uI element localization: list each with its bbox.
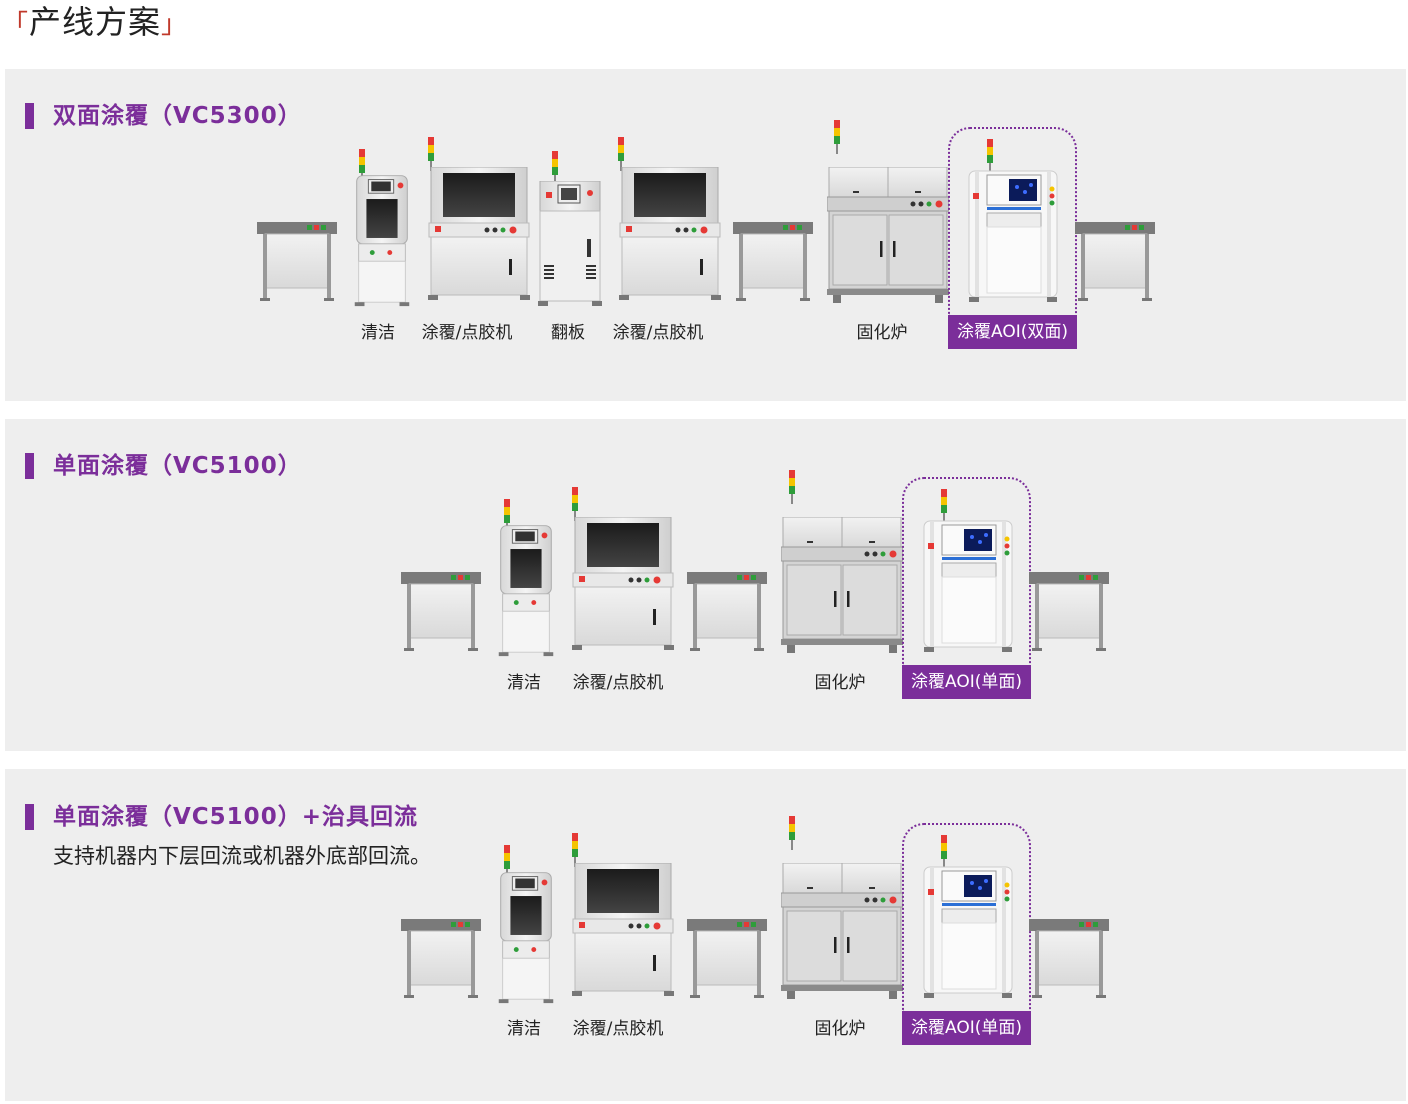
conveyor-mid xyxy=(687,919,767,1003)
lamp-coat2 xyxy=(617,137,625,171)
panel-single-coating-return: 单面涂覆（VC5100）+治具回流 支持机器内下层回流或机器外底部回流。 清洁 … xyxy=(5,769,1406,1101)
aoi-highlight-frame xyxy=(902,823,1031,1013)
conveyor-mid xyxy=(687,572,767,656)
panel-heading: 双面涂覆（VC5300） xyxy=(25,101,302,131)
label-cure: 固化炉 xyxy=(856,323,908,343)
lamp-coat1 xyxy=(571,833,579,867)
lamp-coat1 xyxy=(427,137,435,171)
panel-single-coating: 单面涂覆（VC5100） 清洁 涂覆/点胶机 固化炉 涂覆AOI(单面) xyxy=(5,419,1406,751)
conveyor-in xyxy=(257,222,337,306)
lamp-cure xyxy=(788,470,796,504)
label-coat2: 涂覆/点胶机 xyxy=(612,323,704,343)
label-clean: 清洁 xyxy=(507,673,541,693)
page-title: 「产线方案」 xyxy=(2,2,188,45)
aoi-machine xyxy=(920,513,1016,653)
flipper-machine xyxy=(538,181,602,307)
label-coat1: 涂覆/点胶机 xyxy=(421,323,513,343)
panel-heading: 单面涂覆（VC5100）+治具回流 xyxy=(25,802,418,832)
aoi-machine xyxy=(920,859,1016,999)
label-cure: 固化炉 xyxy=(814,673,866,693)
curing-oven xyxy=(781,517,903,657)
lamp-cure xyxy=(833,120,841,154)
conveyor-out xyxy=(1029,572,1109,656)
title-open-bracket: 「 xyxy=(2,10,30,40)
cleaner-machine xyxy=(352,164,412,310)
conveyor-in xyxy=(401,919,481,1003)
label-aoi: 涂覆AOI(单面) xyxy=(902,1011,1031,1045)
label-cure: 固化炉 xyxy=(814,1019,866,1039)
lamp-cure xyxy=(788,816,796,850)
conveyor-mid xyxy=(733,222,813,306)
label-aoi: 涂覆AOI(双面) xyxy=(948,315,1077,349)
title-close-bracket: 」 xyxy=(161,10,189,40)
panel-double-coating: 双面涂覆（VC5300） 清洁 涂覆/点胶机 翻板 涂覆/点胶机 固化炉 涂覆A… xyxy=(5,69,1406,401)
title-text: 产线方案 xyxy=(29,3,162,41)
conveyor-in xyxy=(401,572,481,656)
label-aoi: 涂覆AOI(单面) xyxy=(902,665,1031,699)
label-flip: 翻板 xyxy=(551,323,585,343)
cleaner-machine xyxy=(496,861,556,1007)
coater-machine-2 xyxy=(618,167,722,301)
lamp-flip xyxy=(551,151,559,185)
panel-description: 支持机器内下层回流或机器外底部回流。 xyxy=(53,844,431,868)
label-coat1: 涂覆/点胶机 xyxy=(572,673,664,693)
label-coat1: 涂覆/点胶机 xyxy=(572,1019,664,1039)
coater-machine-1 xyxy=(571,517,675,651)
curing-oven xyxy=(827,167,949,307)
curing-oven xyxy=(781,863,903,1003)
cleaner-machine xyxy=(496,514,556,660)
conveyor-out xyxy=(1075,222,1155,306)
conveyor-out xyxy=(1029,919,1109,1003)
label-clean: 清洁 xyxy=(361,323,395,343)
label-clean: 清洁 xyxy=(507,1019,541,1039)
panel-heading: 单面涂覆（VC5100） xyxy=(25,451,302,481)
lamp-coat1 xyxy=(571,487,579,521)
coater-machine-1 xyxy=(571,863,675,997)
aoi-machine xyxy=(965,163,1061,303)
coater-machine-1 xyxy=(427,167,531,301)
